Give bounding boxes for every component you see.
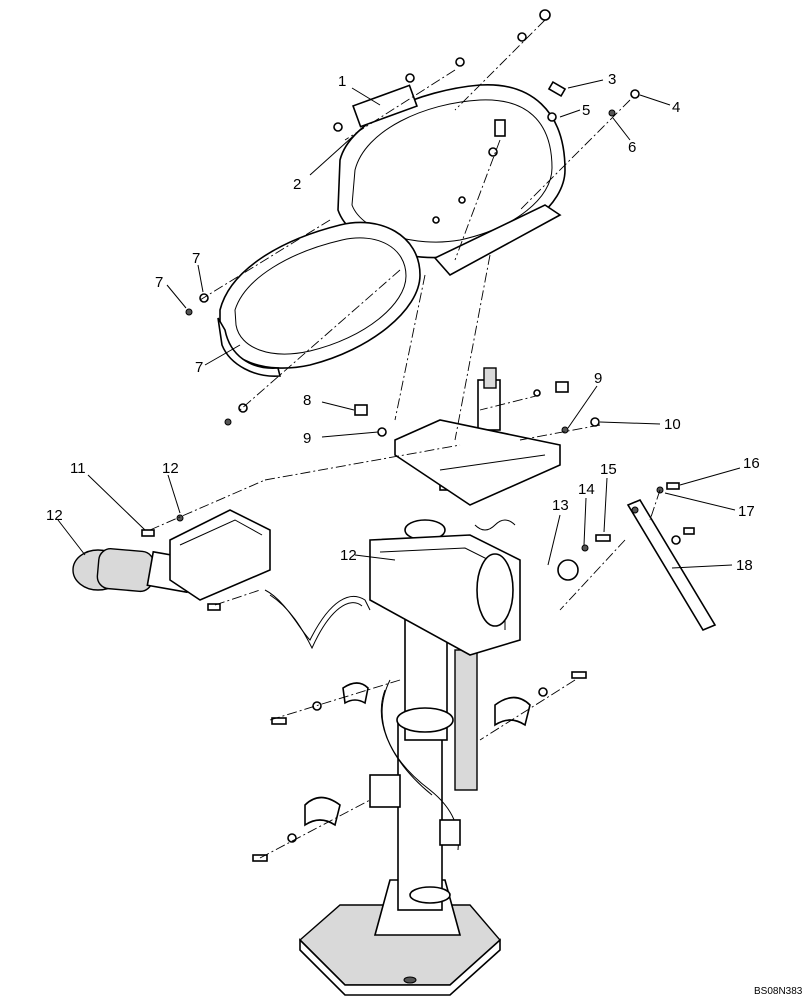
callout-14: 15	[600, 461, 617, 478]
callout-10: 8	[303, 392, 311, 409]
callout-17: 13	[552, 497, 569, 514]
hardware-fasteners	[141, 9, 695, 862]
front-cover	[217, 221, 421, 377]
callout-11: 9	[303, 430, 311, 447]
callout-7-top: 6	[628, 139, 636, 156]
callout-16: 3	[608, 71, 616, 88]
callout-labels: 1 2 3 4 5 6 7 7 7 8 9 9 10 11 12 12 12 1…	[46, 71, 760, 574]
control-handle	[72, 509, 271, 601]
rear-cover	[337, 84, 566, 277]
callout-3: 1	[338, 73, 346, 90]
callout-12-top: 5	[582, 102, 590, 119]
callout-1: 7	[195, 359, 203, 376]
callout-9-right: 10	[664, 416, 681, 433]
callout-2: 12	[46, 507, 63, 524]
callout-12-mid: 14	[578, 481, 595, 498]
link-rod	[626, 498, 717, 632]
callout-6: 4	[672, 99, 680, 116]
callout-12-right: 17	[738, 503, 755, 520]
callout-4: 18	[736, 557, 753, 574]
drawing-code: BS08N383	[754, 986, 803, 997]
leader-lines	[57, 79, 741, 569]
callout-9-left: 7	[155, 274, 163, 291]
steering-column-base	[298, 719, 501, 996]
callout-7-left: 12	[162, 460, 179, 477]
upper-mount-frame	[369, 519, 521, 656]
callout-15: 2	[293, 176, 301, 193]
assembly-guide-lines	[149, 19, 661, 859]
support-bracket	[394, 419, 561, 506]
callout-5: 12	[340, 547, 357, 564]
callout-13: 11	[70, 460, 86, 477]
callout-8: 7	[192, 250, 200, 267]
callout-7-mid: 9	[594, 370, 602, 387]
callout-18: 16	[743, 455, 760, 472]
